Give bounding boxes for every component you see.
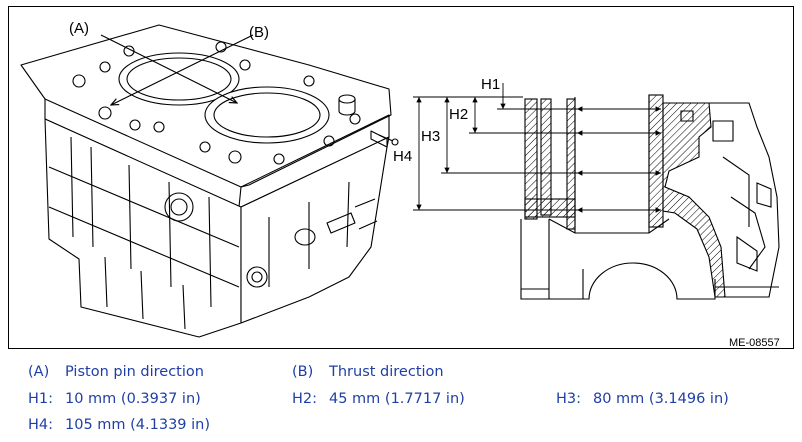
legend: (A) Piston pin direction (B) Thrust dire… <box>0 356 802 442</box>
legend-text-a: Piston pin direction <box>65 364 204 380</box>
engine-block-drawing <box>20 24 399 338</box>
legend-row-3: H4: 105 mm (4.1339 in) <box>0 417 802 437</box>
cylinder-cross-section <box>520 94 780 300</box>
legend-row-1: (A) Piston pin direction (B) Thrust dire… <box>0 364 802 384</box>
h4-label: H4 <box>393 148 412 165</box>
callout-b-label: (B) <box>249 24 269 41</box>
legend-row-2: H1: 10 mm (0.3937 in) H2: 45 mm (1.7717 … <box>0 391 802 411</box>
legend-key-h3: H3: <box>556 391 582 407</box>
dimension-lines <box>413 83 661 213</box>
arrow-b-thrust-direction <box>111 34 254 105</box>
direction-arrows <box>100 34 254 105</box>
legend-text-h4: 105 mm (4.1339 in) <box>65 417 211 433</box>
legend-text-h2: 45 mm (1.7717 in) <box>329 391 465 407</box>
legend-key-h2: H2: <box>292 391 318 407</box>
figure-panel: (A) (B) <box>8 6 794 349</box>
arrow-a-piston-pin-direction <box>100 34 237 103</box>
legend-text-b: Thrust direction <box>329 364 444 380</box>
legend-key-a: (A) <box>28 364 50 380</box>
legend-key-b: (B) <box>292 364 314 380</box>
h3-label: H3 <box>421 128 440 145</box>
callout-a-label: (A) <box>69 20 89 37</box>
legend-key-h1: H1: <box>28 391 54 407</box>
h2-label: H2 <box>449 106 468 123</box>
legend-text-h1: 10 mm (0.3937 in) <box>65 391 201 407</box>
figure-id: ME-08557 <box>729 337 780 349</box>
legend-text-h3: 80 mm (3.1496 in) <box>593 391 729 407</box>
figure-svg: (A) (B) <box>20 20 780 349</box>
h1-label: H1 <box>481 76 500 93</box>
legend-key-h4: H4: <box>28 417 54 433</box>
